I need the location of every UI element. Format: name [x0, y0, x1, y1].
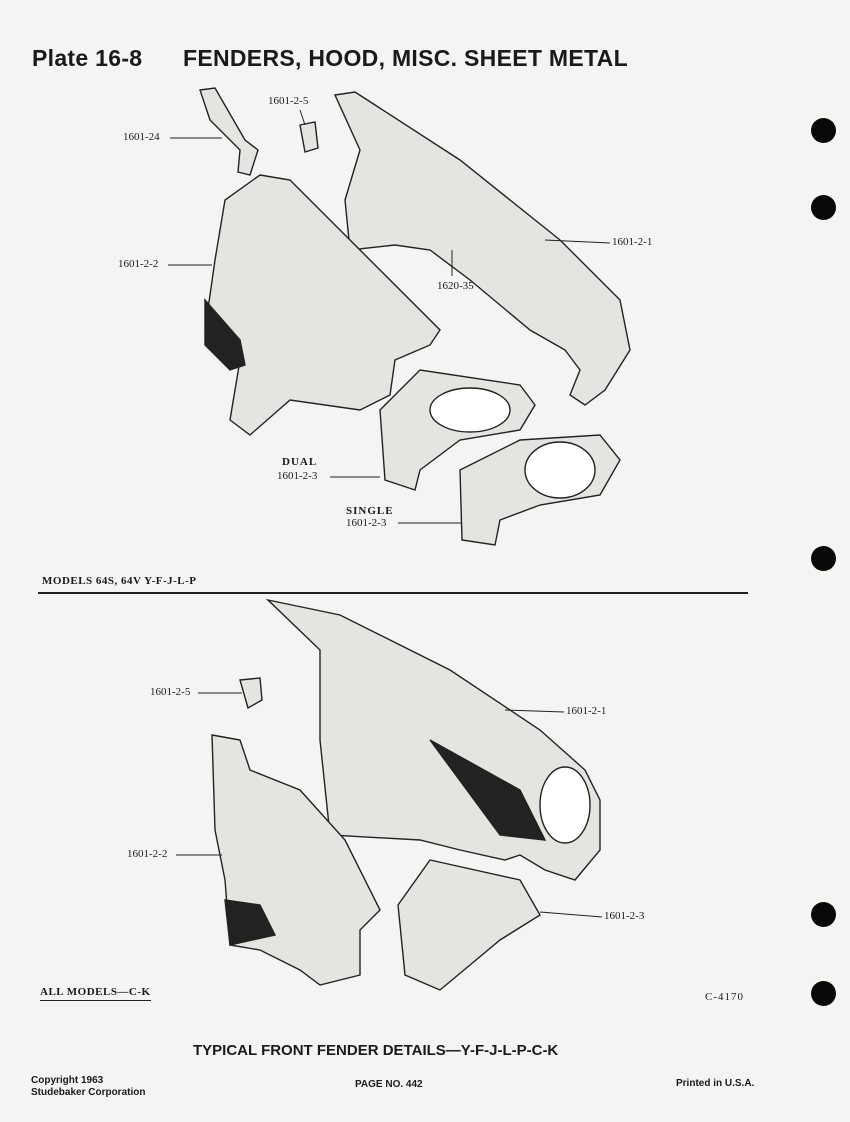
copyright-line1: Copyright 1963	[31, 1075, 104, 1086]
binder-hole	[811, 546, 836, 571]
callout-1601-24: 1601-24	[123, 131, 160, 143]
figure-caption: TYPICAL FRONT FENDER DETAILS—Y-F-J-L-P-C…	[193, 1042, 559, 1059]
callout-fender-upper: 1601-2-1	[612, 236, 653, 248]
callout-clip-upper: 1601-2-5	[268, 95, 309, 107]
bracket-1601-24	[199, 87, 259, 176]
callout-dual-housing: 1601-2-3	[277, 470, 318, 482]
binder-hole	[811, 195, 836, 220]
callout-apron-lower: 1601-2-2	[127, 848, 168, 860]
binder-hole	[811, 118, 836, 143]
callout-fender-lower: 1601-2-1	[566, 705, 607, 717]
illustration-number: C-4170	[705, 991, 744, 1003]
plate-number: Plate 16-8	[32, 45, 143, 71]
section-label-lower: ALL MODELS—C-K	[40, 986, 151, 1001]
binder-hole	[811, 902, 836, 927]
binder-hole	[811, 981, 836, 1006]
headlamp-housing-lower	[397, 859, 541, 991]
callout-single-housing: 1601-2-3	[346, 517, 387, 529]
clip-lower	[239, 677, 263, 710]
single-label: SINGLE	[346, 505, 394, 517]
clip-1601-2-5	[299, 121, 319, 153]
printed-in: Printed in U.S.A.	[676, 1078, 755, 1089]
callout-housing-lower: 1601-2-3	[604, 910, 645, 922]
callout-clip-lower: 1601-2-5	[150, 686, 191, 698]
copyright-line2: Studebaker Corporation	[31, 1087, 146, 1098]
section-label-upper: MODELS 64S, 64V Y-F-J-L-P	[42, 575, 197, 587]
page-title: FENDERS, HOOD, MISC. SHEET METAL	[183, 45, 628, 71]
dual-label: DUAL	[282, 456, 318, 468]
apron-upper	[204, 174, 441, 436]
callout-apron-upper: 1601-2-2	[118, 258, 159, 270]
page-number: PAGE NO. 442	[355, 1079, 423, 1090]
callout-1620-35: 1620-35	[437, 280, 474, 292]
